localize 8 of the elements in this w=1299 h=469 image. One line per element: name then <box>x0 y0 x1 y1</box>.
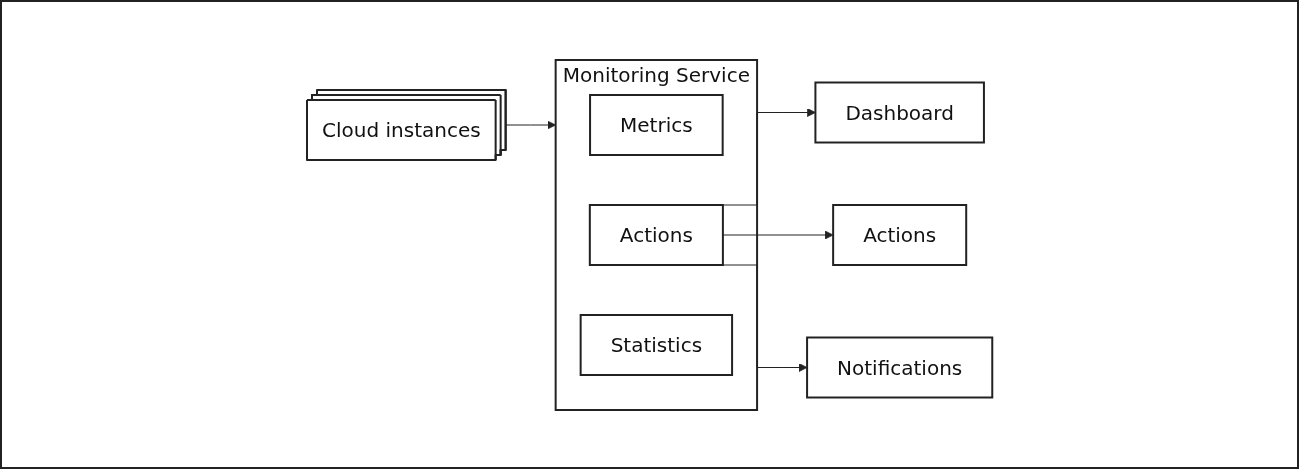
arrow <box>722 230 834 239</box>
node-box: Statistics <box>579 313 733 376</box>
node-box: Dashboard <box>814 81 985 143</box>
arrow <box>505 120 556 129</box>
node-box: Metrics <box>588 93 724 156</box>
node-box: Actions <box>832 203 968 266</box>
node-box: Notifications <box>805 336 994 398</box>
node-box: Actions <box>588 203 724 266</box>
